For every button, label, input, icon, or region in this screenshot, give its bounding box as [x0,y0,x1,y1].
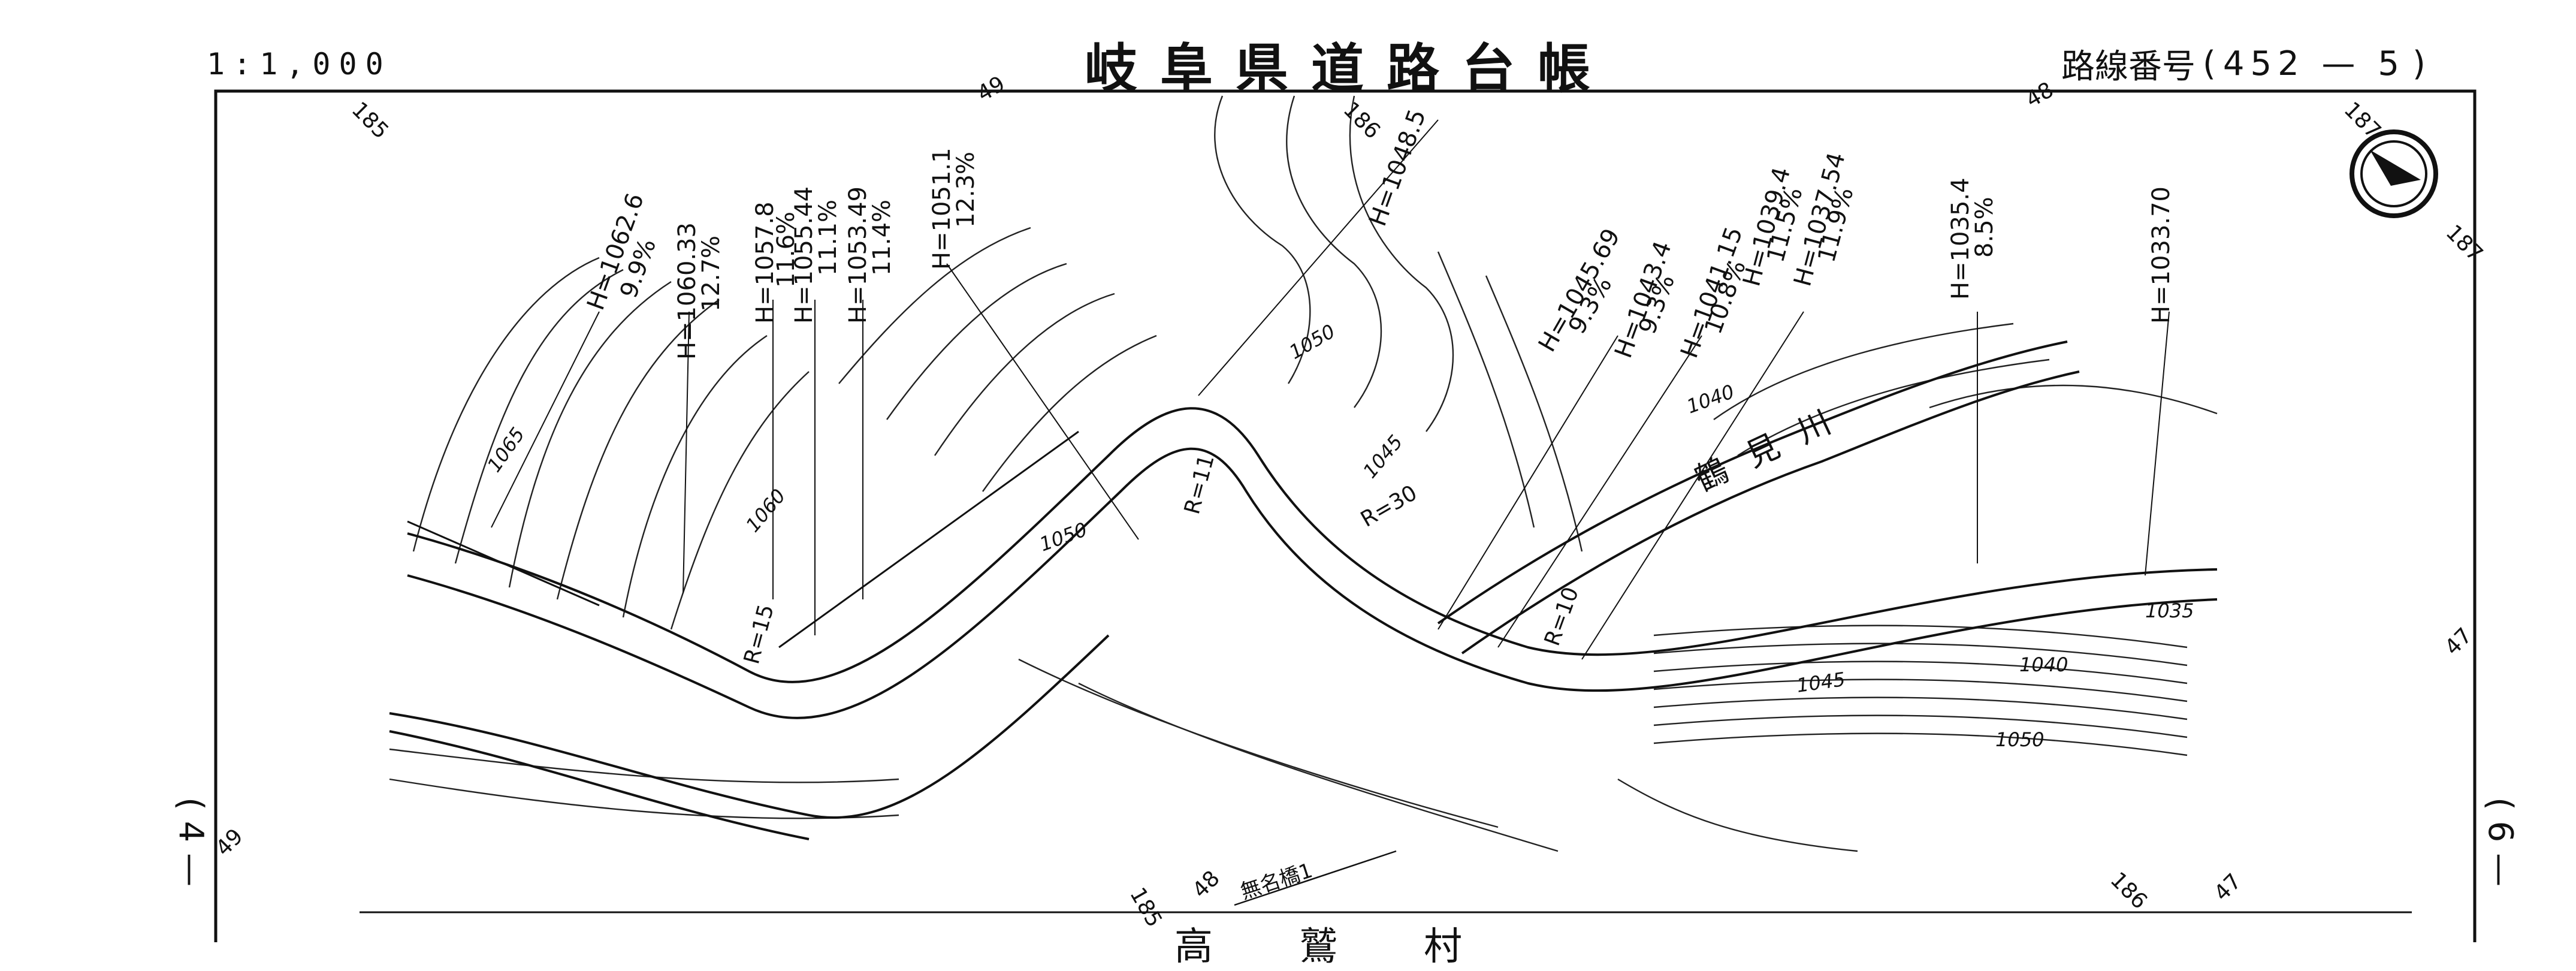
grid-tick: 48 [2022,77,2058,112]
contour-label: 1045 [1358,430,1407,483]
elevation-label: H=1057.8 [751,201,779,324]
lower-road [389,634,1110,840]
grid-tick: 48 [1188,866,1224,903]
map-title: 岐阜県道路台帳 [1085,37,1614,99]
grade-label: 11.1% [814,200,842,276]
elevation-label: H=1033.70 [2148,186,2175,324]
bridge-leader [1234,850,1397,906]
grid-tick: 186 [2106,867,2152,914]
elevation-label: H=1055.44 [790,186,818,324]
contour-label: 1040 [2019,653,2068,676]
grade-label: 11.4% [868,200,896,276]
curve-radius-label: R=11 [1180,452,1219,517]
page-marker-right: ( 6 — [2481,797,2520,887]
elevation-label: H=1053.49 [844,186,872,324]
road-map: H=1062.6 9.9% H=1060.33 12.7% H=1057.8 1… [211,71,2488,942]
map-frame [214,89,2477,942]
grade-label: 8.5% [1971,197,1998,258]
contour-label: 1060 [741,484,790,536]
route-close-paren: ) [2412,44,2426,83]
route-number: 路線番号 ( 452 — 5 ) [2061,40,2426,88]
grid-tick: 185 [347,97,394,144]
elevation-label: H=1035.4 [1947,177,1974,300]
grid-tick: 49 [973,71,1009,106]
contour-label: 1050 [1285,319,1339,364]
grade-label: 12.3% [952,152,980,228]
contour-lines [389,95,2218,852]
route-value: 452 — 5 [2222,44,2405,83]
grid-tick: 47 [2440,623,2477,660]
curve-label-group: R=15 R=11 R=30 R=10 [739,452,1584,667]
contour-label: 1045 [1795,668,1847,697]
curve-radius-label: R=15 [739,602,779,667]
elevation-label: H=1051.1 [928,147,956,270]
map-scale: 1:1,000 [207,47,392,82]
embankment-hachure [407,430,1079,649]
grid-tick: 185 [1125,883,1167,931]
main-road [407,407,2218,719]
curve-radius-label: R=10 [1540,584,1584,649]
grade-label: 11.6% [772,212,800,288]
village-name: 高 鷲 村 [1174,925,1486,969]
grid-tick: 186 [1339,97,1385,144]
curve-radius-label: R=30 [1357,481,1421,532]
page-marker-left: ( 4 — [171,797,210,887]
route-open-paren: ( [2203,44,2216,83]
contour-label: 1050 [1995,728,2044,751]
grid-tick: 187 [2441,220,2488,267]
grade-label: 12.7% [697,236,725,312]
contour-label-group: 1065 1060 1050 1050 1045 1040 1040 1035 … [482,319,2194,751]
contour-label: 1040 [1684,380,1738,418]
north-arrow-icon [2349,129,2438,218]
elevation-label: H=1060.33 [674,222,701,360]
contour-label: 1035 [2145,599,2194,622]
contour-label: 1050 [1037,518,1091,556]
river [1437,340,2080,655]
route-prefix: 路線番号 [2061,47,2196,86]
grid-tick: 47 [2209,869,2246,906]
leader-lines [491,119,2170,660]
